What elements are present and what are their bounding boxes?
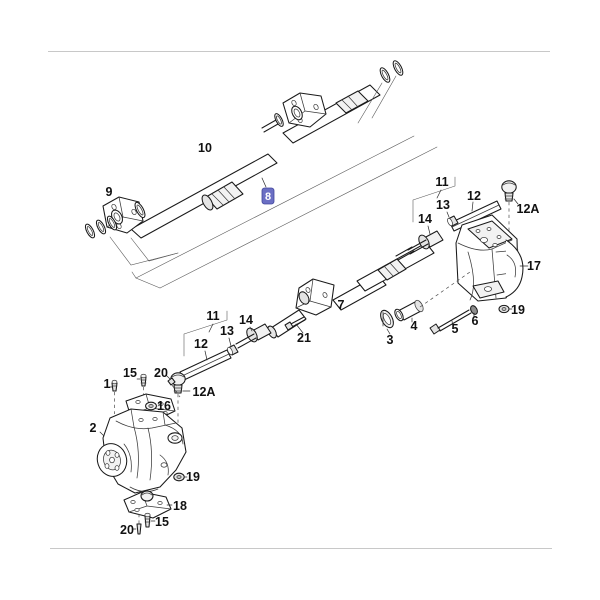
ball-stud-12a-left: [170, 372, 191, 466]
callout-5: 5: [452, 322, 459, 336]
bushing-4: [394, 299, 424, 323]
knuckle-housing-17: [455, 214, 529, 302]
callout-1: 1: [104, 377, 111, 391]
washer-6: [470, 305, 478, 319]
callout-12a-right: 12A: [517, 202, 540, 216]
callout-14-right: 14: [418, 212, 432, 226]
assembly-8-bracket-bottom: [131, 271, 161, 289]
callout-8: 8: [265, 191, 271, 203]
bracket-11-right: [412, 176, 456, 223]
callout-13-left: 13: [220, 324, 234, 338]
assembly-8-bracket-line-2: [159, 146, 438, 289]
bolt-15-lower: [144, 512, 156, 528]
clamp-nut-13-left: [227, 337, 239, 356]
callout-labels: 1 2 3 4 5 6 7 8 9 10 11 12 12A 13 14 11 …: [90, 141, 541, 537]
callout-2: 2: [90, 421, 97, 435]
callout-8-highlight: 8: [261, 177, 275, 205]
pin-20-upper: [165, 374, 181, 398]
callout-19-right: 19: [511, 303, 525, 317]
callout-6: 6: [472, 314, 479, 328]
assembly-8-bracket-line: [135, 135, 415, 279]
steering-knuckle-2: [96, 408, 187, 494]
grease-fitting-1: [109, 379, 118, 414]
callout-13-right: 13: [436, 198, 450, 212]
upper-shaft-collar: [335, 90, 369, 114]
nut-19-left: [173, 472, 188, 482]
callout-15-upper: 15: [123, 366, 137, 380]
lower-ball-joint-18: [123, 490, 173, 519]
pin-20-lower: [132, 514, 142, 535]
right-knuckle-assembly: [395, 176, 529, 335]
lower-shaft-collar: [377, 258, 407, 281]
callout-15-lower: 15: [155, 515, 169, 529]
left-tie-rod-group: [170, 310, 272, 466]
callout-16: 16: [157, 399, 171, 413]
callout-21: 21: [297, 331, 311, 345]
bracket-11-left: [183, 310, 228, 357]
tie-rod-end-14-right: [407, 225, 444, 255]
bolt-5: [429, 309, 472, 335]
left-knuckle-assembly: [96, 373, 188, 535]
callout-10: 10: [198, 141, 212, 155]
nut-19-right: [498, 304, 513, 314]
seal-ring-3: [380, 309, 394, 335]
clamp-nut-13-right: [446, 211, 459, 227]
callout-20-lower: 20: [120, 523, 134, 537]
callout-11-right: 11: [435, 175, 448, 189]
callout-12-left: 12: [194, 337, 208, 351]
bolt-21: [284, 316, 306, 334]
shaft-flange-7: [295, 278, 335, 316]
bolt-15-upper: [136, 373, 147, 406]
tie-rod-end-14-left: [235, 323, 272, 349]
callout-14-left: 14: [239, 313, 253, 327]
callout-3: 3: [387, 333, 394, 347]
callout-17: 17: [527, 259, 541, 273]
callout-7: 7: [338, 298, 345, 312]
callout-18: 18: [173, 499, 187, 513]
callout-8-highlight-box: [261, 187, 275, 205]
callout-4: 4: [411, 319, 418, 333]
diagram-frame: [48, 50, 552, 550]
callout-12a-left: 12A: [193, 385, 216, 399]
upper-flange-yoke: [282, 92, 327, 128]
lower-shaft-assembly: [267, 242, 435, 339]
slip-joint-collar-10: [201, 181, 244, 211]
callout-20-upper: 20: [154, 366, 168, 380]
callout-12-right: 12: [467, 189, 481, 203]
upper-shaft-assembly: [84, 60, 438, 289]
callout-11-left: 11: [206, 309, 219, 323]
callout-9: 9: [106, 185, 113, 199]
callout-19-left: 19: [186, 470, 200, 484]
